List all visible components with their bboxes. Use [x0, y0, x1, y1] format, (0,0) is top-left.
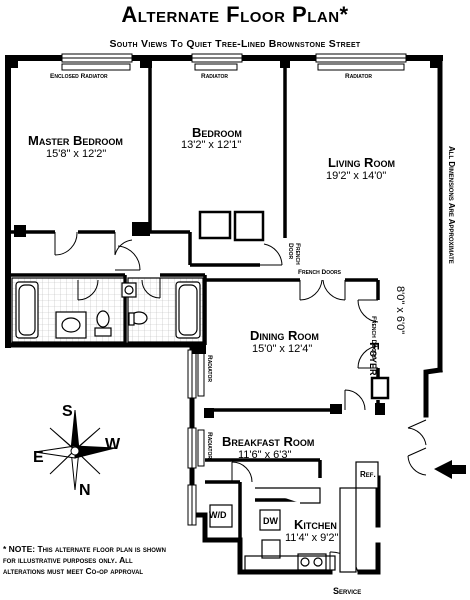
service-label: Service [333, 586, 362, 596]
bedroom-name: Bedroom [192, 125, 242, 140]
dining-room-dims: 15'0" x 12'4" [252, 343, 313, 355]
compass-s: S [62, 403, 73, 420]
living-room-dims: 19'2" x 14'0" [326, 170, 387, 182]
closets [198, 210, 390, 400]
plan-title: Alternate Floor Plan* [121, 2, 349, 27]
radiator-label-living: Radiator [345, 73, 373, 80]
columns [8, 58, 442, 418]
compass-w: W [105, 436, 121, 453]
compass-rose [34, 409, 116, 491]
disclaimer-note: * NOTE: This alternate floor plan is sho… [3, 544, 166, 576]
french-doors-label-top: French Doors [298, 269, 341, 276]
dw-label: DW [263, 516, 278, 526]
enclosed-radiator-label: Enclosed Radiator [50, 73, 108, 80]
kitchen-name: Kitchen [294, 517, 337, 532]
doors [54, 231, 427, 573]
entry-arrow [434, 460, 466, 479]
compass-n: N [79, 482, 91, 499]
radiators [61, 63, 405, 467]
radiator-label-dining: Radiator [206, 355, 213, 383]
dining-room-name: Dining Room [250, 328, 319, 343]
living-room-name: Living Room [328, 155, 395, 170]
master-bedroom-dims: 15'8" x 12'2" [46, 148, 107, 160]
breakfast-room-dims: 11'6" x 6'3" [238, 449, 292, 461]
windows [61, 53, 407, 526]
kitchen-fixtures [209, 461, 379, 573]
kitchen-dims: 11'4" x 9'2" [285, 532, 339, 544]
wd-label: W/D [209, 510, 227, 520]
french-doors-label-side: French Doors [370, 316, 377, 359]
bathrooms [11, 277, 204, 343]
dimensions-note: All Dimensions Are Approximate [447, 146, 456, 264]
master-bedroom-name: Master Bedroom [28, 133, 123, 148]
compass-e: E [33, 449, 44, 466]
foyer-dims: 8'0" x 6'0" [394, 286, 406, 335]
breakfast-room-name: Breakfast Room [222, 434, 315, 449]
french-door-label: French Door [287, 243, 301, 265]
radiator-label-breakfast: Radiator [206, 432, 213, 460]
interior-walls [8, 62, 380, 540]
bedroom-dims: 13'2" x 12'1" [181, 139, 242, 151]
ref-label: Ref. [360, 470, 376, 479]
plan-subtitle: South Views To Quiet Tree-Lined Brownsto… [109, 38, 361, 50]
radiator-label-bedroom: Radiator [201, 73, 229, 80]
